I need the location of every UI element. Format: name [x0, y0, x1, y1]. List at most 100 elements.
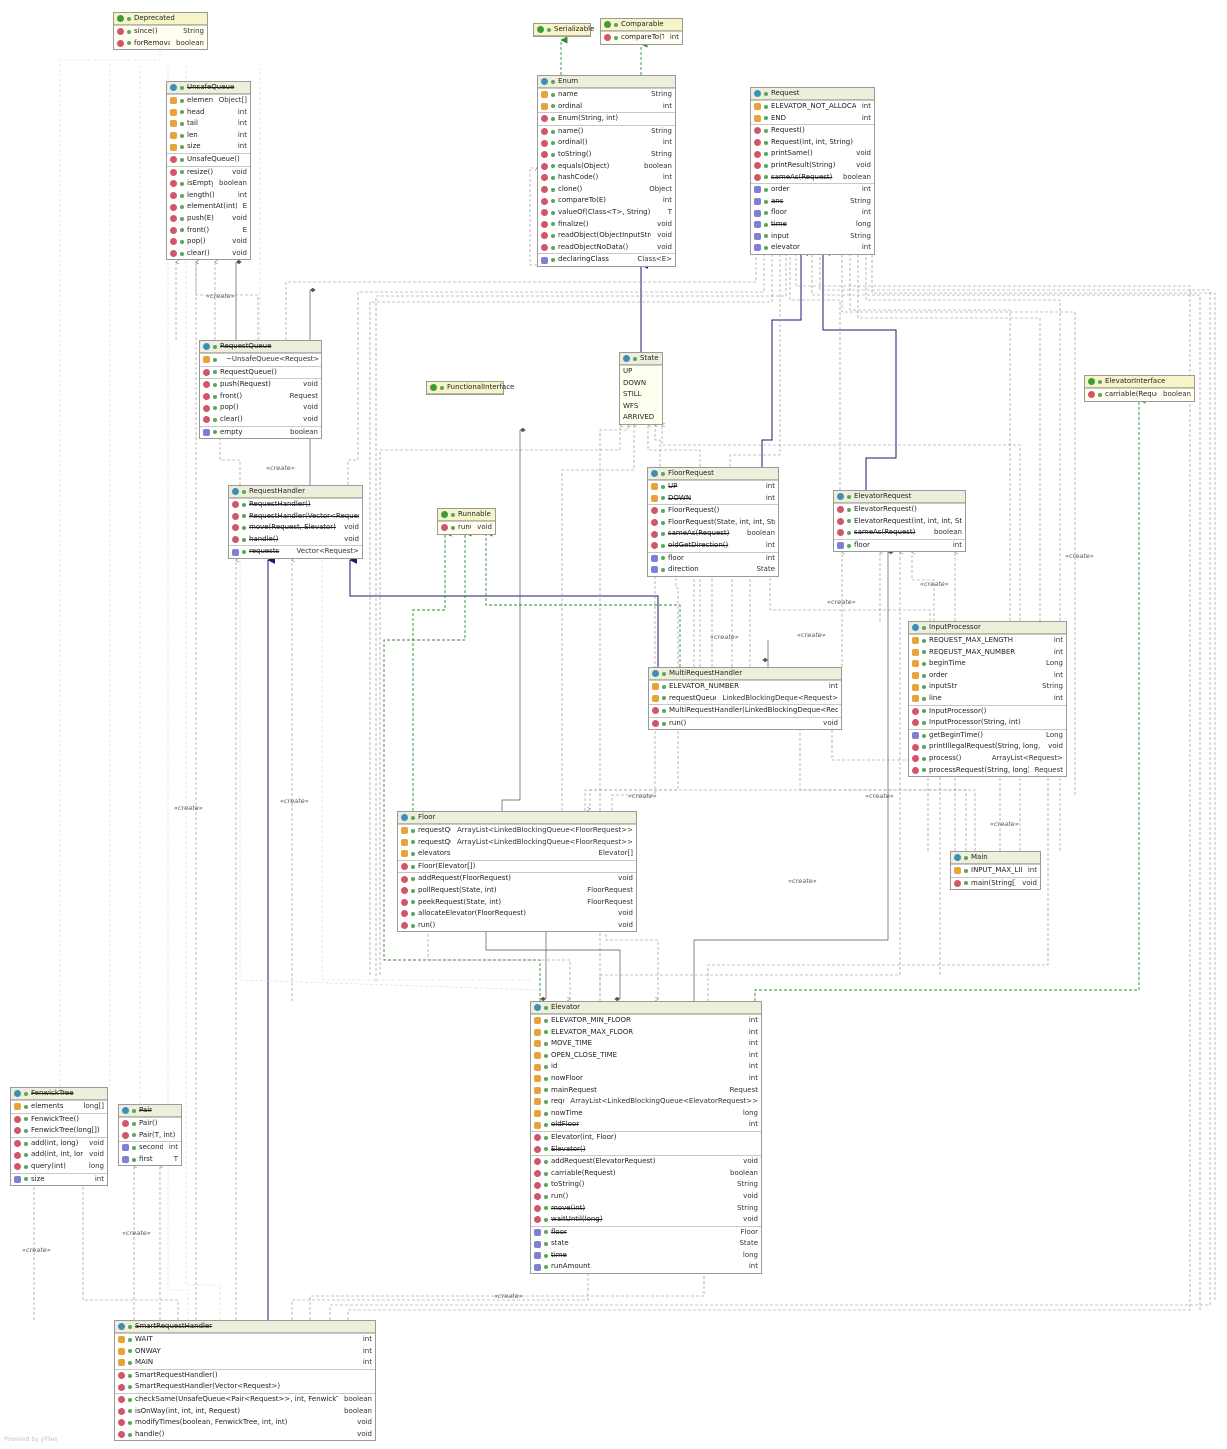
method-row[interactable]: ElevatorRequest(int, int, int, String)	[834, 516, 965, 528]
class-unsafequeue[interactable]: UnsafeQueueelementsObject[]headinttailin…	[166, 81, 251, 261]
method-row[interactable]: since()String	[114, 26, 207, 38]
method-row[interactable]: add(int, int, long)void	[11, 1149, 107, 1161]
method-row[interactable]: toString()String	[531, 1179, 761, 1191]
method-row[interactable]: valueOf(Class<T>, String)T	[538, 207, 675, 219]
method-row[interactable]: SmartRequestHandler()	[115, 1370, 375, 1382]
class-functionalinterface[interactable]: FunctionalInterface	[426, 381, 514, 395]
method-row[interactable]: length()int	[167, 190, 250, 202]
method-row[interactable]: addRequest(ElevatorRequest)void	[531, 1156, 761, 1168]
enum-constant-row[interactable]: UP	[620, 366, 662, 378]
class-floor[interactable]: FloorrequestQueuesUpArrayList<LinkedBloc…	[397, 811, 637, 933]
method-row[interactable]: carriable(Request)boolean	[531, 1168, 761, 1180]
method-row[interactable]: InputProcessor()	[909, 706, 1066, 718]
method-row[interactable]: allocateElevator(FloorRequest)void	[398, 908, 636, 920]
method-row[interactable]: FloorRequest()	[648, 505, 778, 517]
method-row[interactable]: run()void	[438, 522, 495, 534]
method-row[interactable]: hashCode()int	[538, 172, 675, 184]
method-row[interactable]: addRequest(FloorRequest)void	[398, 873, 636, 885]
method-row[interactable]: MultiRequestHandler(LinkedBlockingDeque<…	[649, 705, 841, 717]
method-row[interactable]: add(int, long)void	[11, 1138, 107, 1150]
method-row[interactable]: printIllegalRequest(String, long, String…	[909, 741, 1066, 753]
method-row[interactable]: clone()Object	[538, 184, 675, 196]
method-row[interactable]: push(Request)void	[200, 379, 321, 391]
method-row[interactable]: checkSame(UnsafeQueue<Pair<Request>>, in…	[115, 1394, 375, 1406]
method-row[interactable]: printSame()void	[751, 148, 874, 160]
method-row[interactable]: FenwickTree(long[])	[11, 1125, 107, 1137]
field-row[interactable]: requestQueuesArrayList<LinkedBlockingQue…	[531, 1096, 761, 1108]
method-row[interactable]: peekRequest(State, int)FloorRequest	[398, 897, 636, 909]
method-row[interactable]: resize()void	[167, 167, 250, 179]
class-deprecated[interactable]: Deprecatedsince()StringforRemoval()boole…	[113, 12, 208, 51]
method-row[interactable]: elementAt(int)E	[167, 201, 250, 213]
method-row[interactable]: processRequest(String, long)Request	[909, 765, 1066, 777]
method-row[interactable]: Pair(T, int)	[119, 1130, 181, 1142]
method-row[interactable]: oldGetDirection()int	[648, 540, 778, 552]
field-row[interactable]: requestQueuesDownArrayList<LinkedBlockin…	[398, 837, 636, 849]
method-row[interactable]: compareTo(T)int	[601, 32, 682, 44]
method-row[interactable]: FenwickTree()	[11, 1114, 107, 1126]
method-row[interactable]: front()E	[167, 225, 250, 237]
class-request[interactable]: RequestELEVATOR_NOT_ALLOCATEDintENDintRe…	[750, 87, 875, 255]
class-requestqueue[interactable]: RequestQueuequeue~UnsafeQueue<Request>Re…	[199, 340, 322, 440]
method-row[interactable]: move(int)String	[531, 1203, 761, 1215]
method-row[interactable]: finalize()void	[538, 219, 675, 231]
method-row[interactable]: pop()void	[167, 236, 250, 248]
method-row[interactable]: push(E)void	[167, 213, 250, 225]
field-row[interactable]: INPUT_MAX_LINEint	[951, 865, 1040, 877]
method-row[interactable]: handle()void	[229, 534, 362, 546]
field-row[interactable]: queue~UnsafeQueue<Request>	[200, 354, 321, 366]
method-row[interactable]: SmartRequestHandler(Vector<Request>)	[115, 1381, 375, 1393]
enum-constant-row[interactable]: STILL	[620, 389, 662, 401]
method-row[interactable]: front()Request	[200, 391, 321, 403]
method-row[interactable]: ordinal()int	[538, 137, 675, 149]
enum-constant-row[interactable]: DOWN	[620, 378, 662, 390]
enum-constant-row[interactable]: WFS	[620, 401, 662, 413]
field-row[interactable]: requestQueuesUpArrayList<LinkedBlockingQ…	[398, 825, 636, 837]
method-row[interactable]: sameAs(Request)boolean	[834, 527, 965, 539]
method-row[interactable]: waitUntil(long)void	[531, 1214, 761, 1226]
method-row[interactable]: Request()	[751, 125, 874, 137]
method-row[interactable]: query(int)long	[11, 1161, 107, 1173]
method-row[interactable]: run()void	[398, 920, 636, 932]
method-row[interactable]: handle()void	[115, 1429, 375, 1441]
method-row[interactable]: ElevatorRequest()	[834, 504, 965, 516]
method-row[interactable]: carriable(Request)boolean	[1085, 389, 1194, 401]
method-row[interactable]: process()ArrayList<Request>	[909, 753, 1066, 765]
field-row[interactable]: elementsObject[]	[167, 95, 250, 107]
